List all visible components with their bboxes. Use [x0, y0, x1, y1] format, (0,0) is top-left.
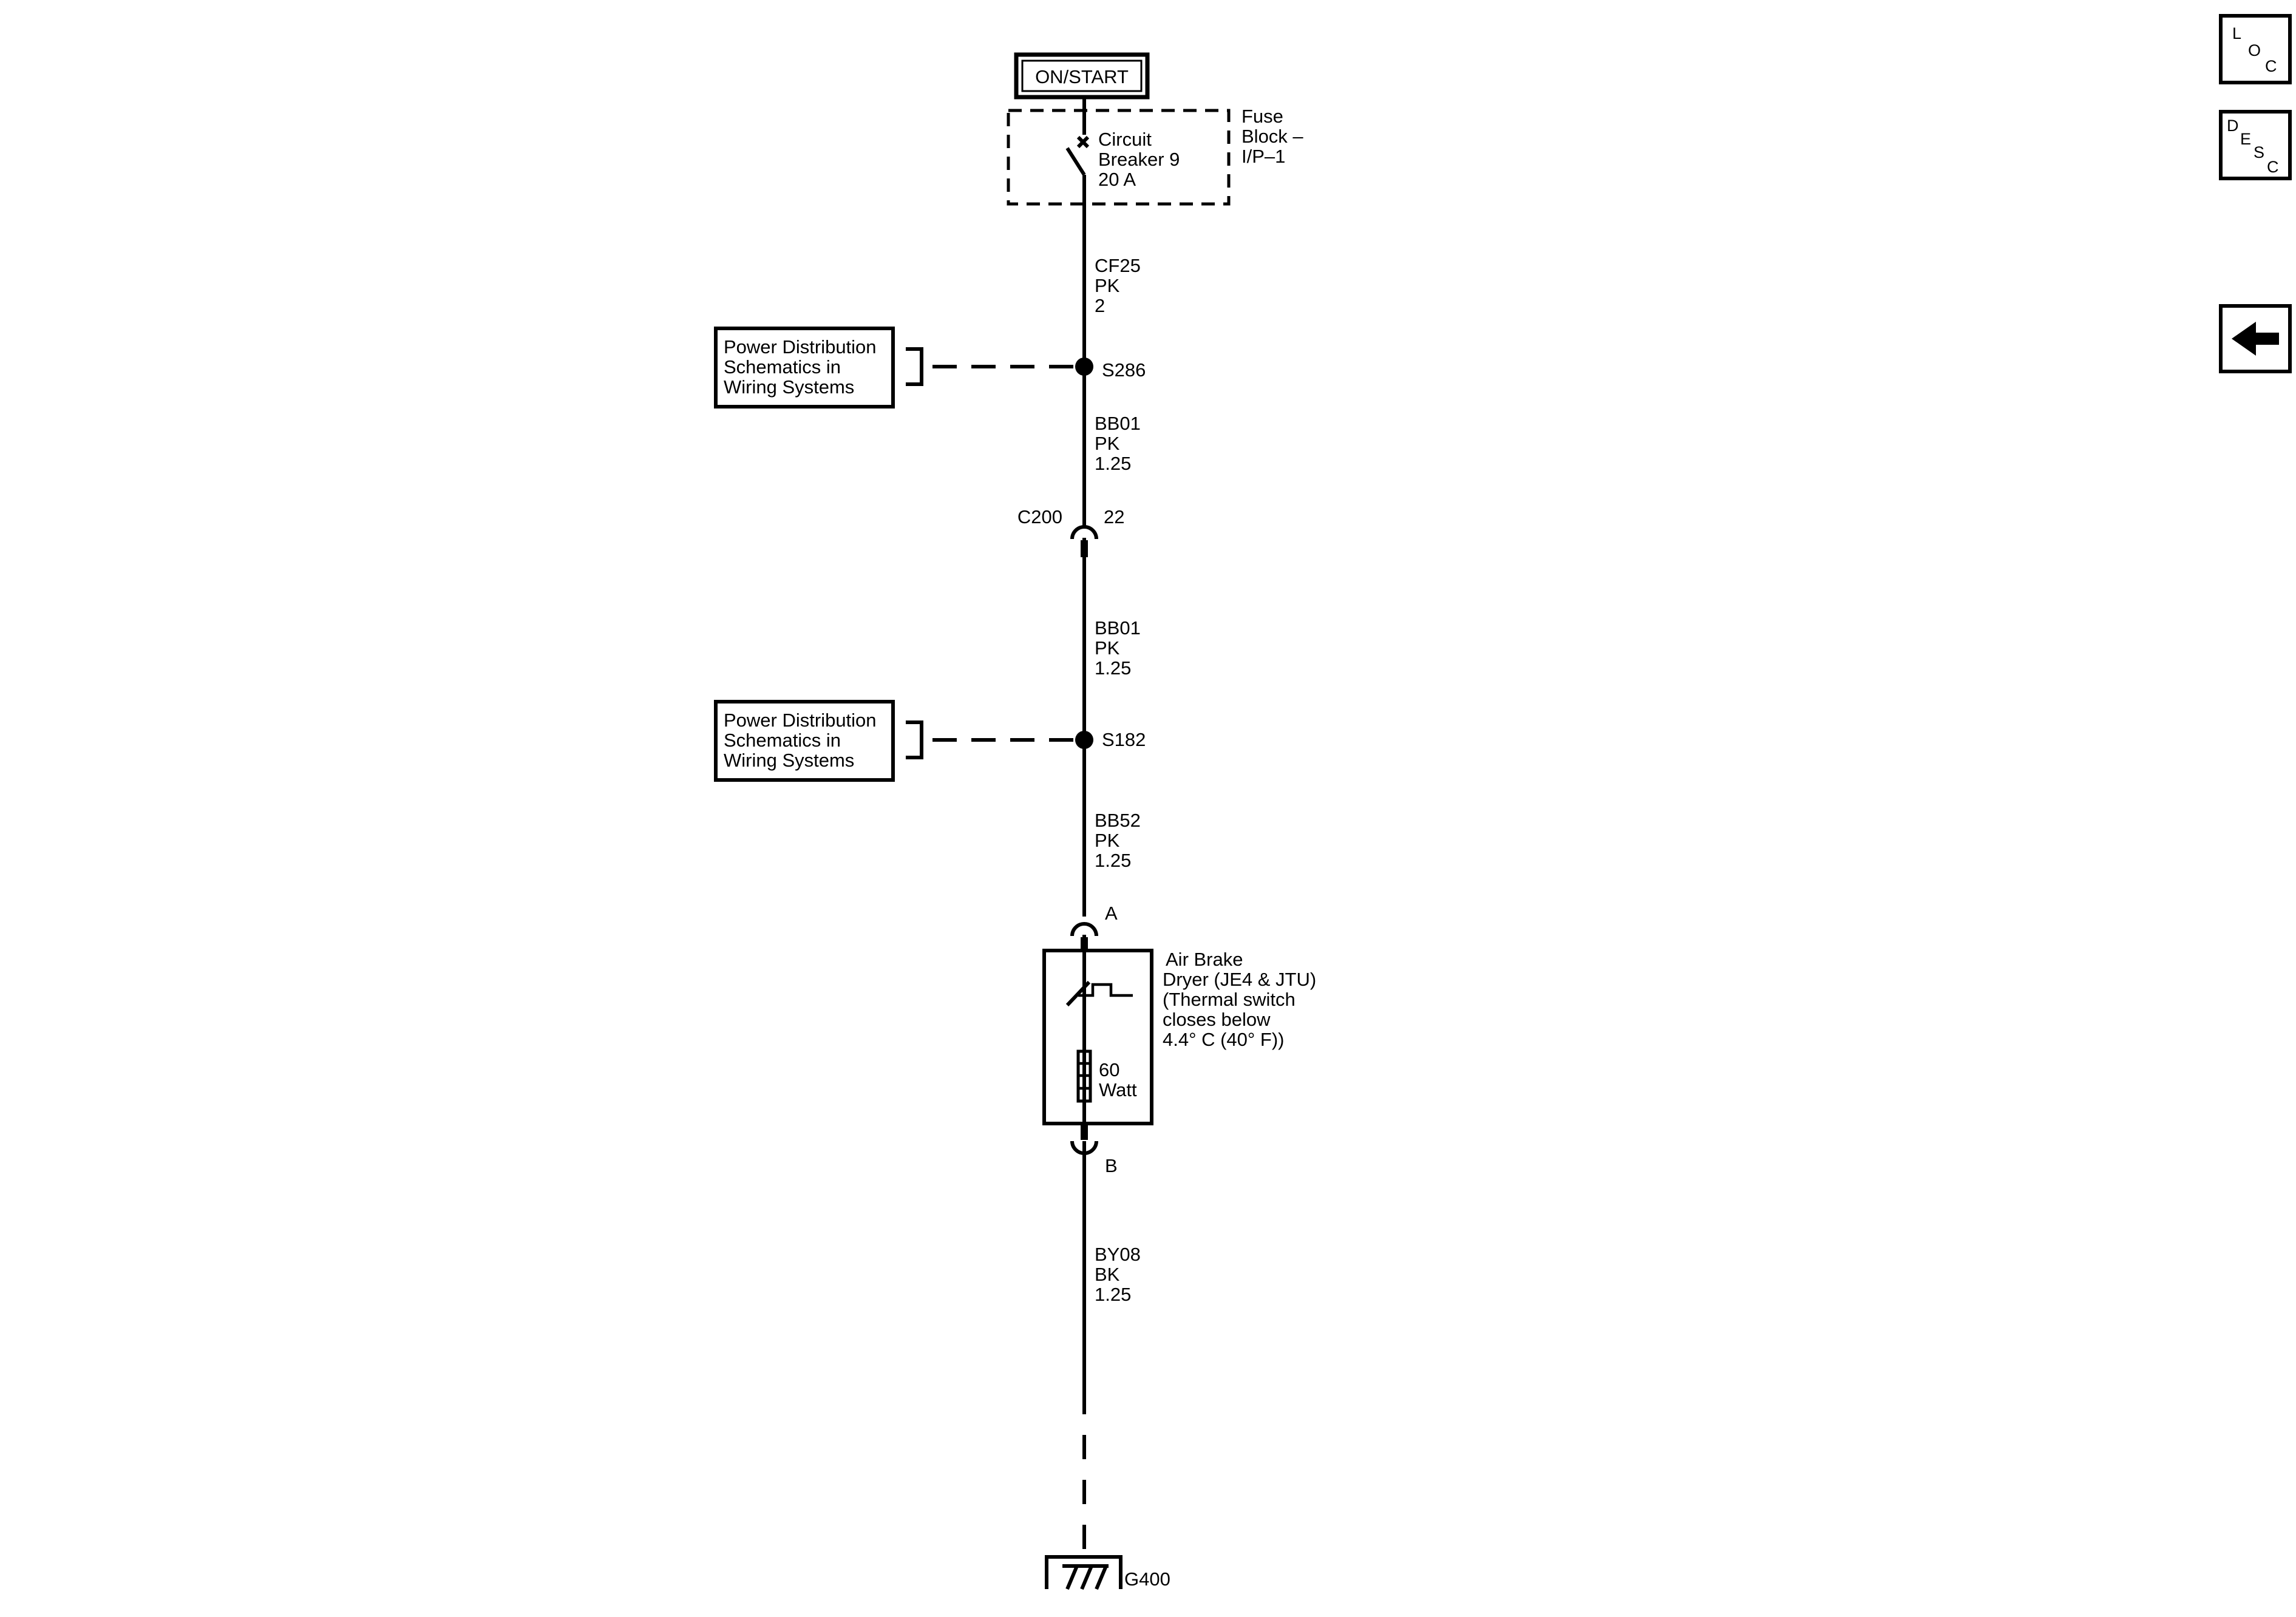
reference-box-s286-line-3: Wiring Systems — [724, 376, 854, 398]
splice-s286-label: S286 — [1102, 359, 1146, 381]
wire-cf25-color: PK — [1095, 275, 1120, 296]
component-label-1: Air Brake — [1166, 949, 1243, 970]
component-label-5: 4.4° C (40° F)) — [1163, 1029, 1285, 1050]
wire-bb01-upper-color: PK — [1095, 433, 1120, 454]
ground-g400-label: G400 — [1124, 1568, 1170, 1590]
power-source-on-start: ON/START — [1014, 52, 1150, 100]
back-button[interactable] — [2219, 304, 2292, 373]
heater-watt-unit: Watt — [1099, 1079, 1137, 1100]
wire-by08-id: BY08 — [1095, 1244, 1141, 1265]
reference-box-s182[interactable]: Power Distribution Schematics in Wiring … — [714, 700, 895, 782]
loc-letter-l: L — [2232, 24, 2241, 42]
reference-box-s182-line-1: Power Distribution — [724, 710, 877, 731]
breaker-label-2: Breaker 9 — [1098, 149, 1180, 170]
wire-by08-size: 1.25 — [1095, 1284, 1131, 1305]
wire-bb52-size: 1.25 — [1095, 850, 1131, 871]
heater-watt-value: 60 — [1099, 1059, 1119, 1080]
loc-letter-c: C — [2265, 57, 2277, 75]
ground-g400: G400 — [1045, 1555, 1170, 1590]
connector-pin-b-label: B — [1105, 1155, 1118, 1176]
component-label-3: (Thermal switch — [1163, 989, 1296, 1010]
connector-pin-a-label: A — [1105, 903, 1118, 924]
fuse-block-label-2: Block – — [1241, 126, 1303, 147]
wire-cf25-id: CF25 — [1095, 255, 1141, 276]
wire-bb01-upper: BB01 PK 1.25 — [1095, 413, 1141, 474]
wire-bb01-lower-size: 1.25 — [1095, 657, 1131, 679]
air-brake-dryer: 60 Watt Air Brake Dryer (JE4 & JTU) (The… — [1042, 949, 1316, 1125]
wire-bb52-color: PK — [1095, 830, 1120, 851]
reference-box-s286-line-2: Schematics in — [724, 356, 841, 378]
wire-bb52-id: BB52 — [1095, 810, 1141, 831]
fuse-block-label-3: I/P–1 — [1241, 146, 1285, 167]
connector-pin-a: A — [1070, 903, 1118, 952]
breaker-label-1: Circuit — [1098, 129, 1152, 150]
splice-s182: S182 — [906, 720, 1146, 759]
desc-letter-c: C — [2267, 158, 2279, 176]
splice-s182-label: S182 — [1102, 729, 1146, 750]
wire-cf25: CF25 PK 2 — [1095, 255, 1141, 316]
wire-by08: BY08 BK 1.25 — [1095, 1244, 1141, 1305]
wire-bb52: BB52 PK 1.25 — [1095, 810, 1141, 871]
heater-resistor-symbol: 60 Watt — [1076, 1049, 1137, 1124]
connector-pin-b: B — [1070, 1125, 1118, 1176]
connector-c200-label: C200 — [1017, 506, 1062, 527]
fuse-block-label-1: Fuse — [1241, 106, 1283, 127]
loc-letter-o: O — [2248, 41, 2261, 59]
connector-c200-pin: 22 — [1104, 506, 1124, 527]
desc-button[interactable]: D E S C — [2219, 110, 2292, 180]
desc-letter-e: E — [2240, 130, 2251, 148]
power-source-label: ON/START — [1035, 66, 1129, 87]
desc-letter-s: S — [2254, 143, 2264, 161]
wire-cf25-size: 2 — [1095, 295, 1105, 316]
loc-button[interactable]: L O C — [2219, 14, 2292, 84]
splice-s286: S286 — [906, 347, 1146, 386]
wire-bb01-lower-id: BB01 — [1095, 617, 1141, 639]
reference-box-s182-line-3: Wiring Systems — [724, 750, 854, 771]
wire-by08-color: BK — [1095, 1264, 1120, 1285]
reference-box-s182-line-2: Schematics in — [724, 730, 841, 751]
fuse-block: Fuse Block – I/P–1 — [1007, 106, 1303, 206]
reference-box-s286[interactable]: Power Distribution Schematics in Wiring … — [714, 327, 895, 408]
connector-c200: C200 22 — [1017, 506, 1124, 557]
component-label-4: closes below — [1163, 1009, 1271, 1030]
component-label-2: Dryer (JE4 & JTU) — [1163, 969, 1316, 990]
desc-letter-d: D — [2227, 117, 2239, 135]
thermal-switch-symbol — [1065, 951, 1133, 1050]
left-arrow-icon — [2232, 322, 2279, 356]
circuit-breaker-symbol: Circuit Breaker 9 20 A — [1065, 97, 1180, 190]
wire-bb01-upper-id: BB01 — [1095, 413, 1141, 434]
wire-bb01-upper-size: 1.25 — [1095, 453, 1131, 474]
wire-bb01-lower: BB01 PK 1.25 — [1095, 617, 1141, 679]
reference-box-s286-line-1: Power Distribution — [724, 336, 877, 358]
breaker-label-3: 20 A — [1098, 169, 1136, 190]
wire-bb01-lower-color: PK — [1095, 637, 1120, 659]
